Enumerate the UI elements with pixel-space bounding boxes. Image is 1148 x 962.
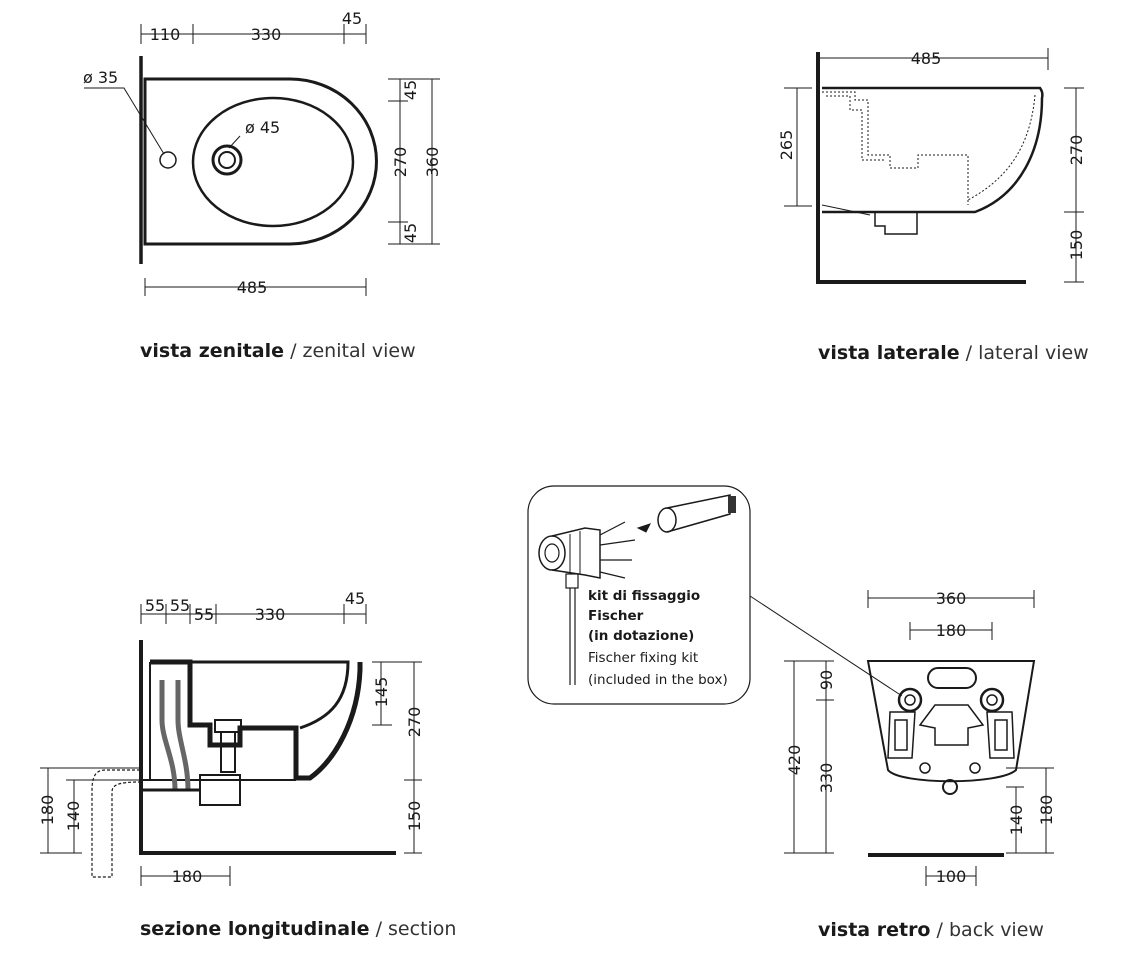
dim-v-180: 180 (1037, 795, 1056, 826)
label-diameter-45: ø 45 (245, 118, 280, 137)
drain-hole-inner (218, 151, 236, 169)
back-outline (866, 660, 1036, 783)
dim-330: 330 (255, 605, 286, 624)
bowl-rim (191, 96, 355, 228)
dim-v-330: 330 (817, 763, 836, 794)
caption-it: vista laterale (818, 342, 960, 364)
tap-hole (159, 151, 177, 169)
fischer-kit-labels: kit di fissaggio Fischer (in dotazione) … (588, 588, 728, 688)
kit-line-5: (included in the box) (588, 672, 728, 688)
dim-v-265: 265 (777, 130, 796, 161)
section-view-labels: 55 55 55 330 45 145 270 150 180 140 180 (38, 589, 424, 886)
dim-110: 110 (150, 25, 181, 44)
wall-floor (816, 52, 1026, 284)
wall-floor (139, 640, 396, 855)
dim-v-90: 90 (817, 670, 836, 690)
fischer-kit-detail (527, 485, 903, 705)
caption-it: sezione longitudinale (140, 918, 370, 940)
dim-v-270: 270 (1067, 135, 1086, 166)
bidet-outline (143, 77, 379, 246)
dim-v-360: 360 (423, 147, 442, 178)
dim-485: 485 (237, 278, 268, 297)
dim-45: 45 (345, 589, 365, 608)
dim-360: 360 (936, 589, 967, 608)
dim-180: 180 (172, 867, 203, 886)
dim-v-145: 145 (372, 677, 391, 708)
caption-top-view: vista zenitale / zenital view (140, 340, 416, 362)
top-view (84, 24, 440, 296)
caption-en: lateral view (978, 342, 1089, 364)
kit-leader (749, 595, 903, 697)
caption-en: section (388, 918, 457, 940)
label-diameter-35: ø 35 (83, 68, 118, 87)
dim-55-a: 55 (145, 596, 165, 615)
leader-d35 (84, 87, 165, 155)
caption-back-view: vista retro / back view (818, 919, 1044, 941)
dim-v-150: 150 (405, 801, 424, 832)
caption-en: zenital view (302, 340, 416, 362)
dim-v-180: 180 (38, 795, 57, 826)
caption-it: vista retro (818, 919, 931, 941)
outlet-pipe-hidden (91, 769, 141, 878)
top-slot (927, 667, 977, 689)
dim-v-150: 150 (1067, 230, 1086, 261)
fixing-hole-right (979, 687, 1005, 713)
fixing-hole-left (897, 687, 923, 713)
dim-330: 330 (251, 25, 282, 44)
kit-line-3: (in dotazione) (588, 628, 694, 644)
dim-100: 100 (936, 867, 967, 886)
bidet-profile (822, 86, 1044, 214)
dim-v-270: 270 (405, 707, 424, 738)
dim-v-140: 140 (64, 801, 83, 832)
dim-180: 180 (936, 621, 967, 640)
dim-v-45-top: 45 (401, 80, 420, 100)
bowl-section (150, 659, 363, 781)
hidden-lines (822, 91, 969, 205)
kit-frame (527, 485, 751, 705)
kit-line-4: Fischer fixing kit (588, 650, 698, 666)
dim-v-45-bottom: 45 (401, 223, 420, 243)
dim-v-140: 140 (1007, 805, 1026, 836)
kit-line-2: Fischer (588, 608, 644, 624)
pipe-1 (159, 680, 178, 791)
drain-fitting (220, 731, 236, 773)
pipe-2 (175, 680, 191, 791)
dim-v-420: 420 (785, 745, 804, 776)
trap-outline (874, 212, 918, 235)
dim-55-b: 55 (170, 596, 190, 615)
caption-it: vista zenitale (140, 340, 285, 362)
top-view-labels: 110 330 45 485 ø 35 ø 45 45 270 45 360 (83, 9, 442, 297)
outlet-hole (942, 779, 958, 795)
dim-45: 45 (342, 9, 362, 28)
back-view (784, 590, 1054, 886)
back-view-labels: 360 180 90 420 330 140 180 100 (785, 589, 1056, 886)
leader-d45 (228, 135, 241, 149)
side-view (784, 48, 1084, 284)
dim-v-270: 270 (391, 147, 410, 178)
kit-line-1: kit di fissaggio (588, 588, 700, 604)
section-view (40, 604, 422, 886)
caption-section-view: sezione longitudinale / section (140, 918, 457, 940)
caption-side-view: vista laterale / lateral view (818, 342, 1089, 364)
caption-en: back view (949, 919, 1044, 941)
side-view-labels: 485 265 270 150 (777, 49, 1086, 260)
dim-485: 485 (911, 49, 942, 68)
centre-recess (918, 704, 985, 746)
siphon (199, 774, 241, 806)
dim-55-c: 55 (194, 605, 214, 624)
drain-hole-outer (211, 144, 243, 176)
